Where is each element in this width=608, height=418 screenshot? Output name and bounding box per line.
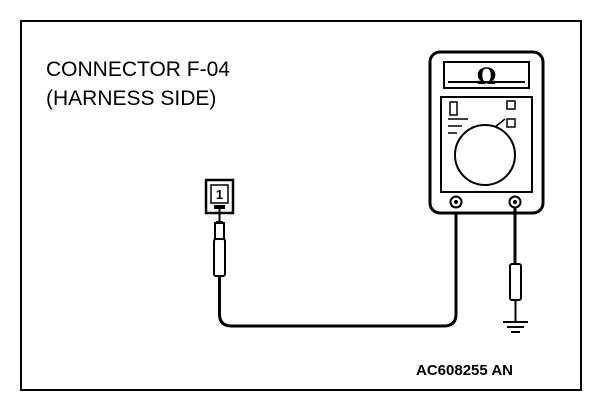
connector-title: CONNECTOR F-04	[46, 58, 230, 81]
terminal-left-center	[454, 200, 458, 204]
terminal-right-center	[513, 200, 517, 204]
switch-indicator-top-right	[506, 100, 516, 110]
ohmmeter: Ω	[428, 50, 545, 215]
connector-f04: 1	[204, 178, 235, 215]
ground-probe-handle	[509, 263, 522, 301]
ground-symbol	[503, 321, 528, 333]
figure-code: AC608255 AN	[416, 362, 513, 379]
left-test-probe	[213, 209, 226, 277]
selector-dial	[454, 124, 516, 186]
pin-number-label: 1	[216, 187, 223, 202]
probe-handle	[213, 238, 226, 277]
meter-display	[443, 61, 530, 89]
ohm-symbol: Ω	[477, 64, 497, 90]
range-scale-marks	[448, 118, 468, 134]
switch-indicator-left	[449, 101, 458, 116]
connector-latch	[214, 205, 225, 209]
ground-lead	[503, 208, 528, 333]
switch-indicator-bottom-right	[506, 118, 516, 128]
test-lead-wire	[218, 204, 458, 328]
probe-collar	[214, 222, 225, 240]
pin-cell	[210, 184, 229, 204]
range-pointer	[494, 118, 506, 128]
connector-subtitle: (HARNESS SIDE)	[46, 87, 217, 110]
